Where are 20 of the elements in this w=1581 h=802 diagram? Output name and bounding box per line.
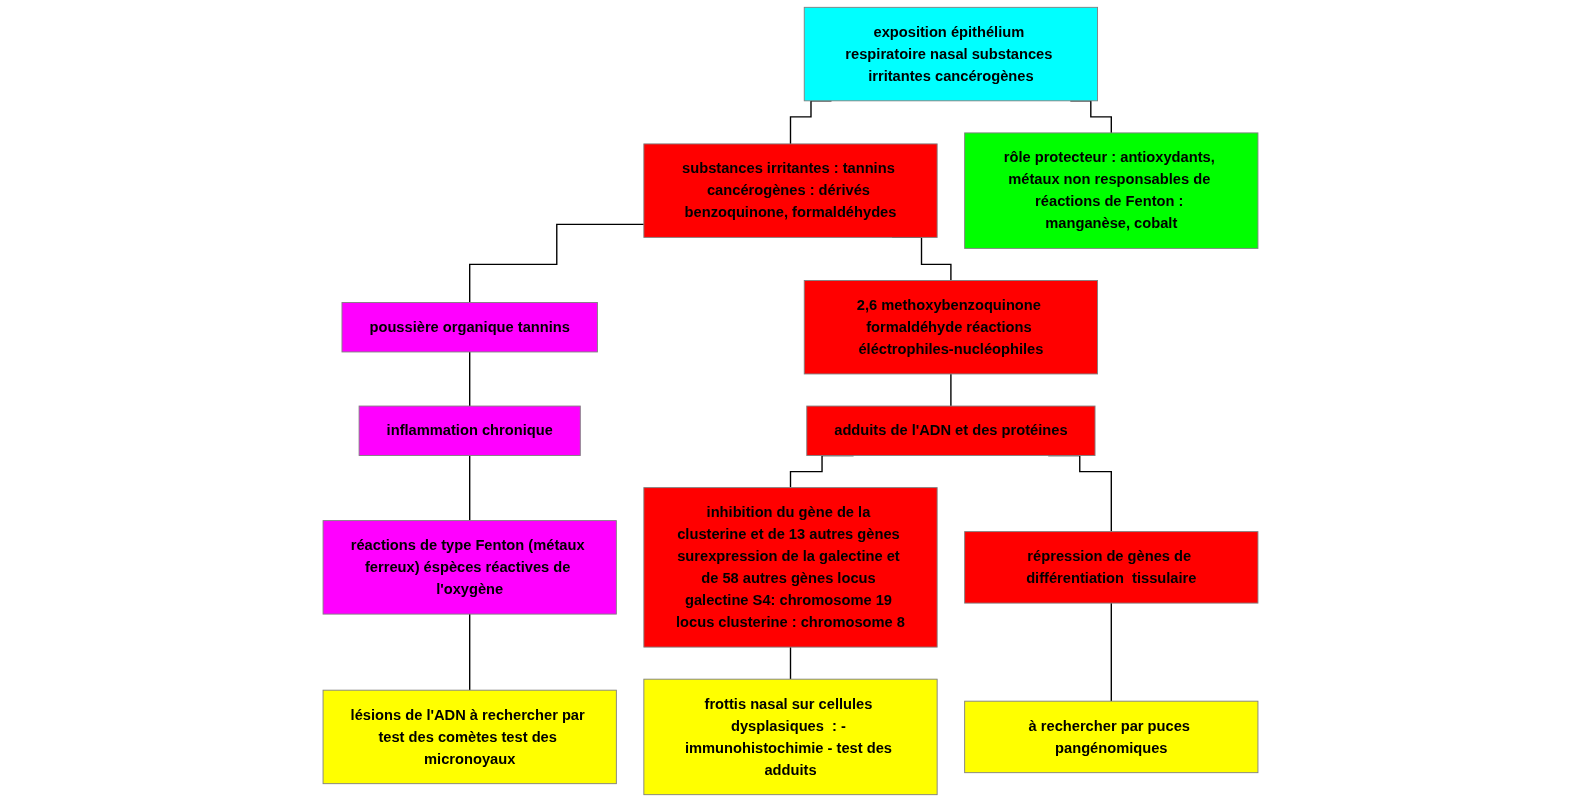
node-box: réactions de type Fenton (métaux ferreux) éspèces réactives de l'oxygène bbox=[322, 520, 617, 615]
node-box: frottis nasal sur cellules dysplasiques : - immunohistochimie - test des adduits bbox=[643, 678, 938, 796]
node-box: inhibition du gène de la clusterine et de 13 autres gènes surexpression de la galectine et de 58 autres gènes locus galectine S4: chromosome 19 locus clusterine : chromosome 8 bbox=[643, 487, 938, 648]
node-box: 2,6 methoxybenzoquinone formaldéhyde réactions éléctrophiles-nucléophiles bbox=[803, 280, 1098, 375]
node-box: adduits de l'ADN et des protéines bbox=[806, 405, 1096, 456]
node-box: à rechercher par puces pangénomiques bbox=[964, 700, 1259, 774]
node-box: répression de gènes de différentiation tissulaire bbox=[964, 531, 1259, 604]
node-box: inflammation chronique bbox=[358, 405, 581, 456]
node-box: rôle protecteur : antioxydants, métaux non responsables de réactions de Fenton : manganèse, cobalt bbox=[964, 132, 1259, 249]
connector bbox=[789, 646, 792, 680]
node-box: exposition épithélium respiratoire nasal substances irritantes cancérogènes bbox=[803, 6, 1098, 102]
node-box: substances irritantes : tannins cancérogènes : dérivés benzoquinone, formaldéhydes bbox=[643, 143, 938, 238]
connector bbox=[469, 351, 471, 407]
connector bbox=[469, 454, 471, 522]
node-box: lésions de l'ADN à rechercher par test des comètes test des micronoyaux bbox=[322, 689, 617, 785]
node-box: poussière organique tannins bbox=[341, 302, 598, 353]
connector bbox=[950, 373, 952, 407]
connector bbox=[1110, 602, 1112, 702]
connector bbox=[469, 223, 645, 304]
connector bbox=[469, 613, 471, 691]
